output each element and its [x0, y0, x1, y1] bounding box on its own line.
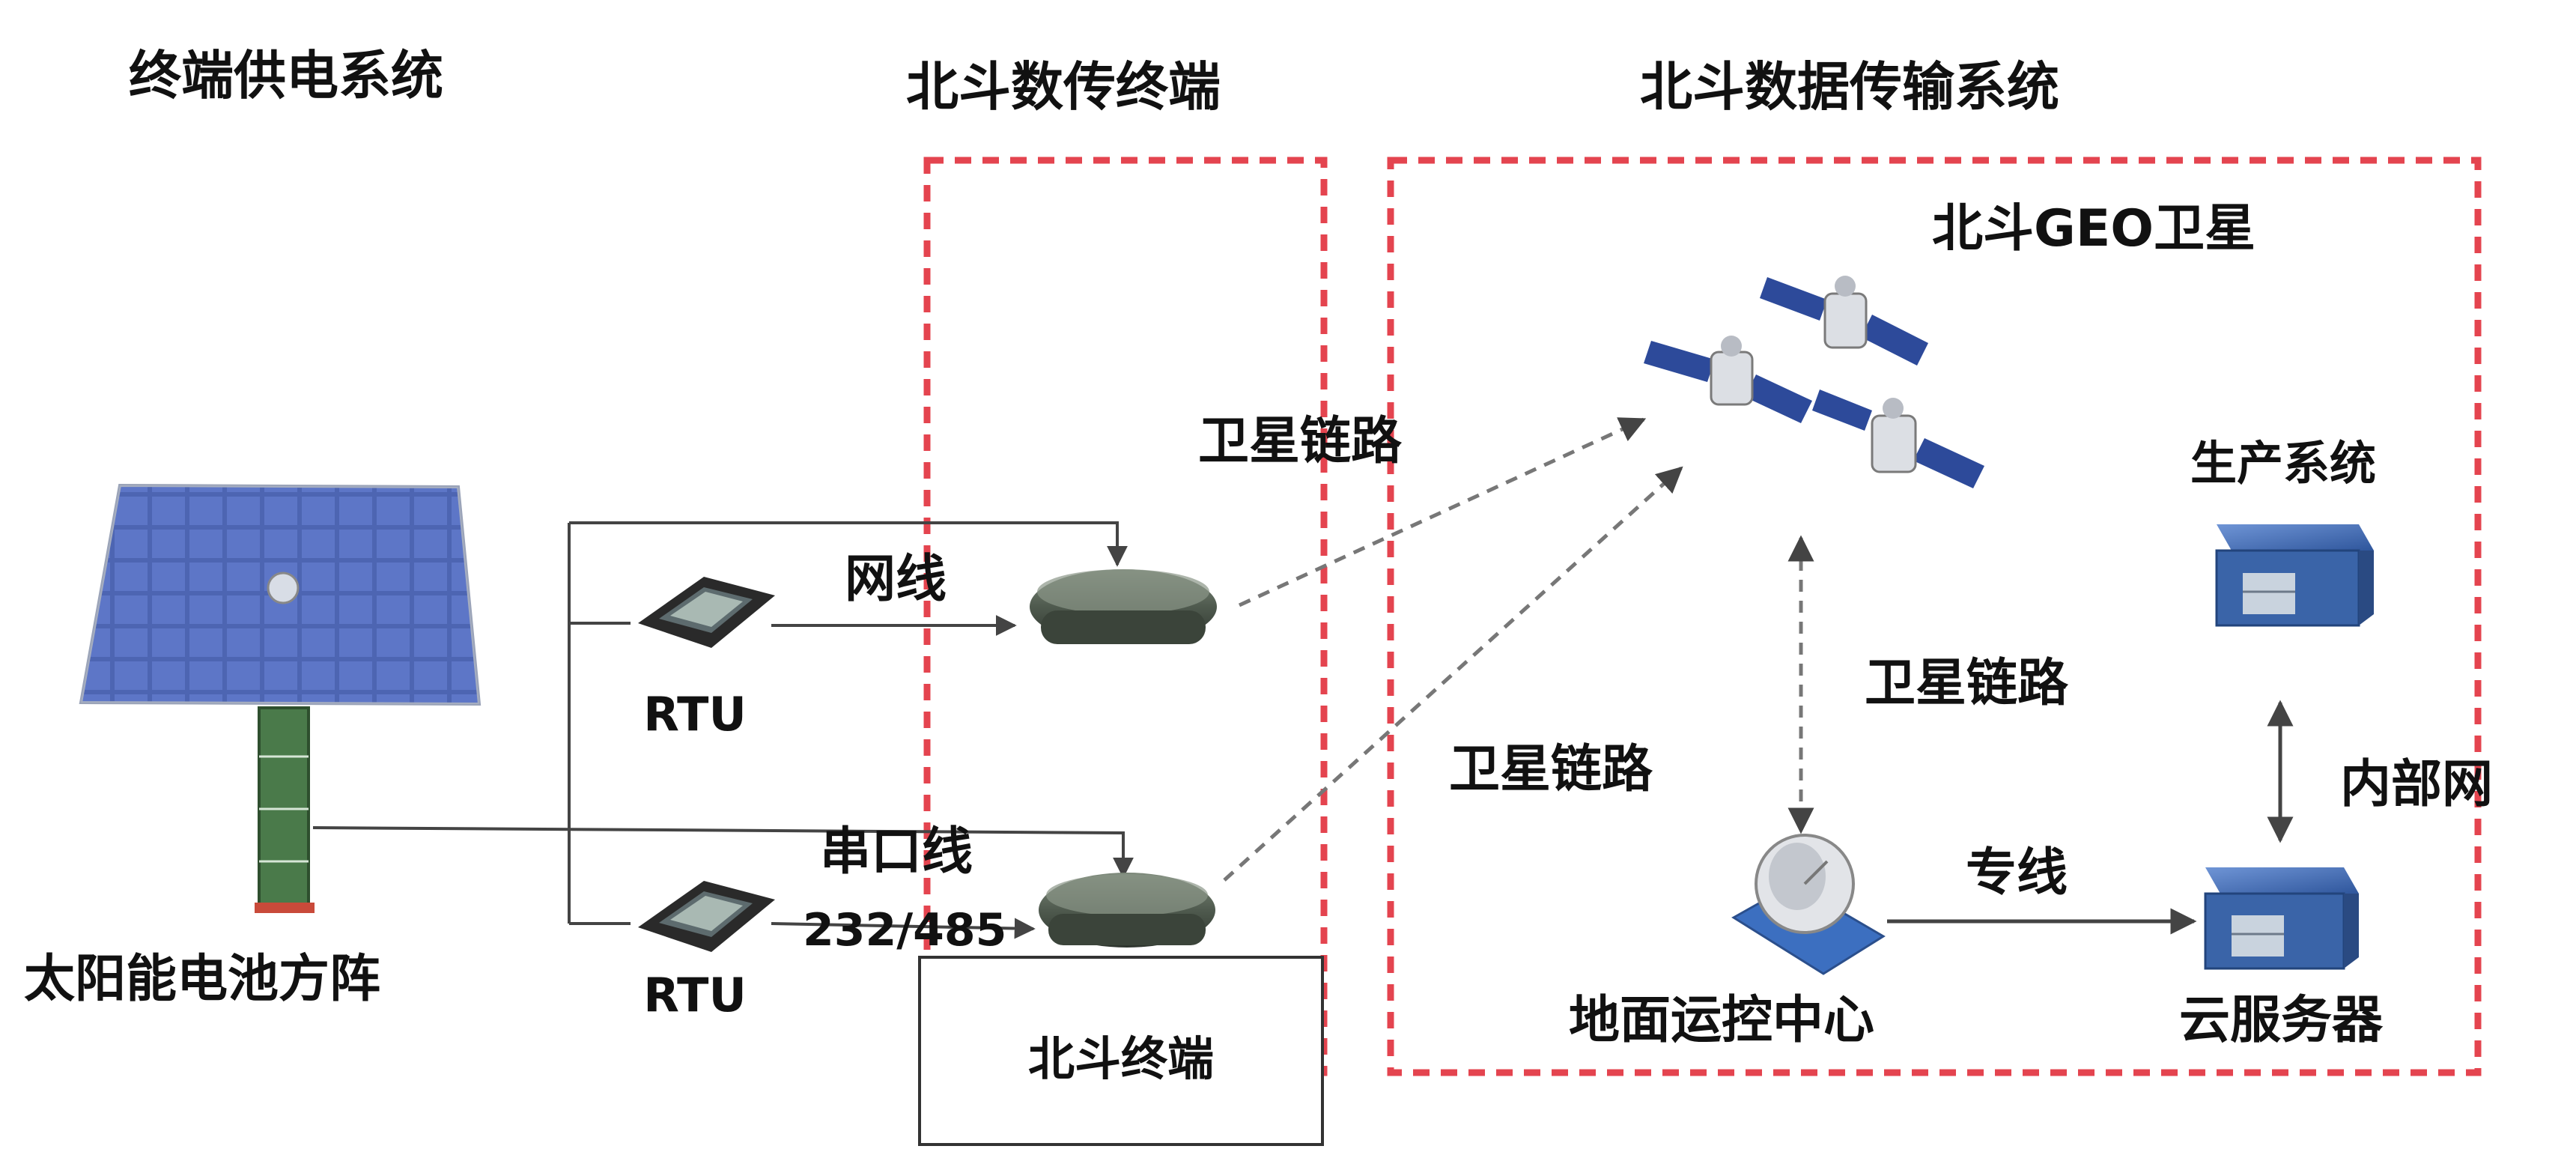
solar-array-icon	[79, 483, 482, 913]
ground-center-label: 地面运控中心	[1569, 991, 1874, 1050]
cloud-server-label: 云服务器	[2179, 991, 2384, 1050]
beidou-terminal-group-title: 北斗数传终端	[906, 56, 1221, 118]
dedicated-line-label: 专线	[1966, 843, 2068, 903]
satellite-link-arrows	[1223, 417, 1814, 882]
rtu-bottom-label: RTU	[643, 968, 747, 1022]
beidou-terminal-top-icon	[1030, 569, 1217, 644]
solar-array-label: 太阳能电池方阵	[24, 950, 380, 1009]
satellite-link-mid-label: 卫星链路	[1865, 654, 2069, 713]
ground-center-icon	[1731, 834, 1886, 975]
satellite-link-top-label: 卫星链路	[1198, 412, 1403, 471]
beidou-terminal-label-box	[918, 956, 1324, 1146]
geo-satellite-label: 北斗GEO卫星	[1932, 199, 2255, 258]
beidou-terminal-bottom-icon	[1039, 873, 1215, 948]
satellite-icon-2	[1760, 276, 1928, 366]
production-system-label: 生产系统	[2190, 436, 2376, 491]
power-system-title: 终端供电系统	[129, 45, 443, 106]
serial-cable-line	[771, 918, 1036, 939]
power-wires	[312, 521, 1134, 925]
beidou-terminal-box-label: 北斗终端	[1028, 1031, 1214, 1086]
rtu-bottom-icon	[638, 881, 775, 952]
rtu-top-icon	[638, 577, 775, 648]
satellite-icon-3	[1812, 389, 1984, 488]
transmission-system-title: 北斗数据传输系统	[1640, 56, 2059, 118]
serial-standard-label: 232/485	[803, 904, 1006, 957]
satellite-icon-1	[1644, 336, 1812, 423]
serial-cable-label: 串口线	[820, 822, 973, 882]
network-cable-label: 网线	[845, 550, 947, 609]
cloud-server-icon	[2204, 867, 2359, 970]
intranet-label: 内部网	[2340, 755, 2493, 814]
satellite-link-left-label: 卫星链路	[1449, 740, 1653, 799]
rtu-top-label: RTU	[643, 687, 747, 742]
production-server-icon	[2215, 524, 2374, 627]
